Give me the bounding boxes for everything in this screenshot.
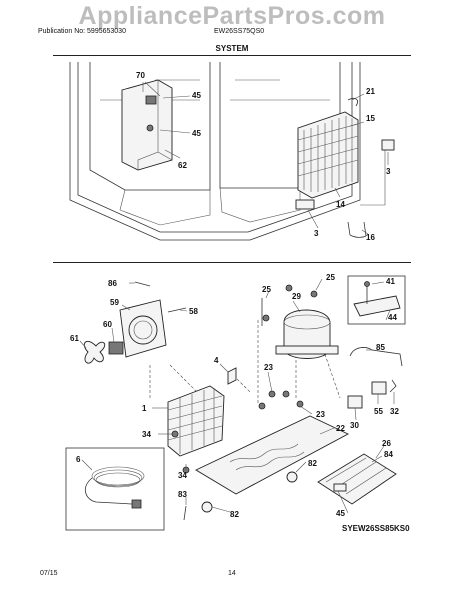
label-lower-12: 85	[376, 343, 385, 352]
label-upper-2: 45	[192, 129, 201, 138]
label-lower-26: 82	[230, 510, 239, 519]
label-upper-8: 3	[314, 229, 319, 238]
label-lower-13: 1	[142, 404, 147, 413]
label-lower-11: 23	[264, 363, 273, 372]
evaporator-cover-assembly	[121, 79, 173, 171]
label-upper-1: 45	[192, 91, 201, 100]
label-upper-0: 70	[136, 71, 145, 80]
label-lower-25: 83	[178, 490, 187, 499]
watermark: AppliancePartsPros.com	[78, 2, 386, 30]
label-lower-14: 23	[316, 410, 325, 419]
model-number: EW26SS75QS0	[214, 28, 265, 35]
diagram-code: SYEW26SS85KS0	[342, 524, 410, 533]
label-lower-20: 26	[382, 439, 391, 448]
label-lower-0: 86	[108, 279, 117, 288]
page-number: 14	[228, 570, 236, 577]
lower-callouts: 86 59 58 60 61 25 29 25 41 44 4 23 85 1 …	[70, 273, 410, 533]
label-lower-24: 6	[76, 455, 81, 464]
drain-pan	[317, 453, 397, 505]
label-lower-22: 82	[308, 459, 317, 468]
label-lower-19: 22	[336, 424, 345, 433]
label-upper-3: 62	[178, 161, 187, 170]
label-lower-18: 34	[142, 430, 151, 439]
condenser-coil-lower	[167, 367, 237, 474]
condenser-coil-upper	[295, 98, 395, 238]
power-cord-inset	[65, 447, 165, 531]
label-lower-17: 30	[350, 421, 359, 430]
label-upper-5: 15	[366, 114, 375, 123]
label-lower-21: 34	[178, 471, 187, 480]
label-lower-3: 60	[103, 320, 112, 329]
label-lower-2: 58	[189, 307, 198, 316]
label-lower-15: 55	[374, 407, 383, 416]
label-lower-6: 29	[292, 292, 301, 301]
label-lower-27: 45	[336, 509, 345, 518]
label-lower-7: 25	[326, 273, 335, 282]
base-pan	[195, 390, 349, 495]
side-parts	[183, 347, 403, 521]
label-lower-23: 84	[384, 450, 393, 459]
section-title: SYSTEM	[215, 44, 249, 53]
label-upper-9: 16	[366, 233, 375, 242]
label-upper-4: 21	[366, 87, 375, 96]
publication-number: Publication No: 5995653030	[38, 28, 126, 35]
label-lower-8: 41	[386, 277, 395, 286]
label-lower-5: 25	[262, 285, 271, 294]
label-upper-7: 14	[336, 200, 345, 209]
fan-assembly	[83, 281, 187, 364]
top-rule	[53, 55, 411, 56]
dashed-guides	[149, 320, 341, 405]
label-upper-6: 3	[386, 167, 391, 176]
upper-callouts: 70 45 45 62 21 15 3 14 3 16	[136, 71, 391, 242]
label-lower-16: 32	[390, 407, 399, 416]
label-lower-1: 59	[110, 298, 119, 307]
footer-date: 07/15	[40, 570, 58, 577]
label-lower-4: 61	[70, 334, 79, 343]
relay-overload-inset	[347, 275, 406, 325]
compressor	[261, 284, 339, 359]
label-lower-9: 44	[388, 313, 397, 322]
section-divider	[53, 262, 411, 263]
label-lower-10: 4	[214, 356, 219, 365]
